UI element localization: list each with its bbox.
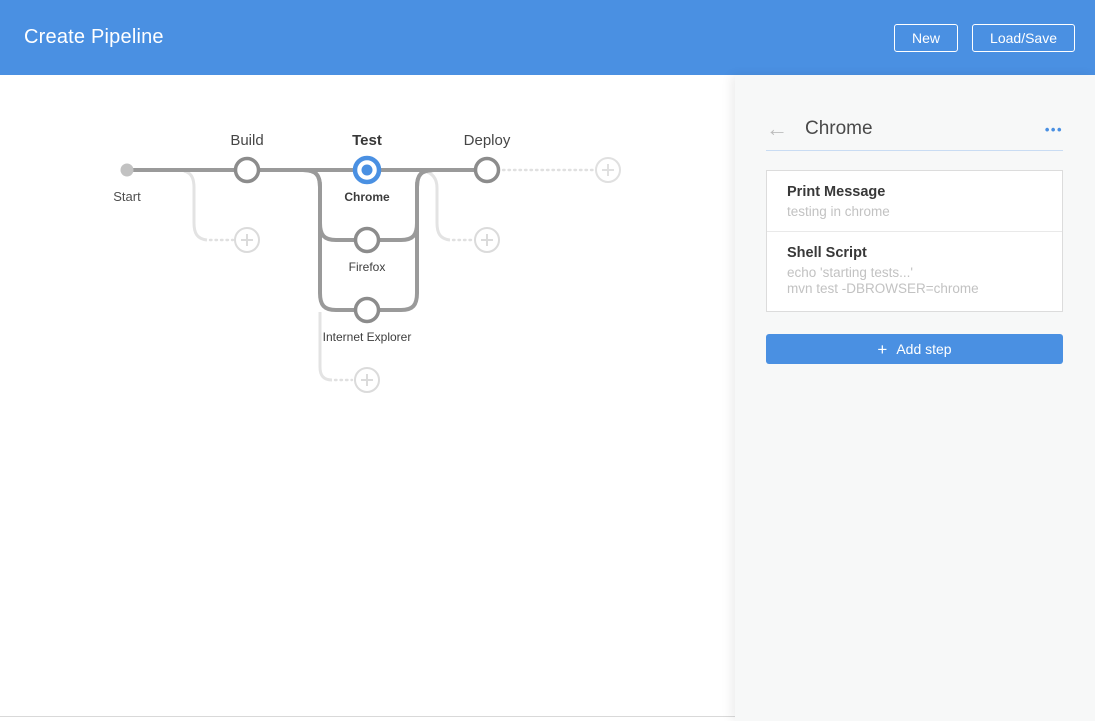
step-description: echo 'starting tests...' <box>787 265 913 280</box>
steps-list: Print Message testing in chrome Shell Sc… <box>766 170 1063 312</box>
pipeline-graph <box>120 155 621 393</box>
step-description: testing in chrome <box>787 204 890 219</box>
add-step-button[interactable]: + Add step <box>766 334 1063 364</box>
stage-label-deploy[interactable]: Deploy <box>463 132 511 149</box>
start-label: Start <box>113 189 141 204</box>
step-item-shell-script[interactable]: Shell Script echo 'starting tests...' mv… <box>767 232 1062 311</box>
stage-label-build[interactable]: Build <box>230 132 264 149</box>
plus-icon: + <box>877 339 888 359</box>
page-title: Create Pipeline <box>24 26 164 48</box>
add-stage-after-test-button[interactable] <box>474 227 500 253</box>
stage-label-test[interactable]: Test <box>352 132 382 149</box>
header-actions: New Load/Save <box>894 23 1075 52</box>
panel-title: Chrome <box>805 118 873 139</box>
build-stage-node[interactable] <box>233 156 261 184</box>
plus-icon <box>602 164 614 176</box>
add-step-label: Add step <box>896 341 952 357</box>
start-node <box>120 163 134 177</box>
add-stage-end-button[interactable] <box>595 157 621 183</box>
new-button[interactable]: New <box>894 23 959 52</box>
placeholder-dotted-connectors <box>208 168 595 382</box>
canvas-bottom-divider <box>0 716 735 717</box>
branch-label-internet-explorer[interactable]: Internet Explorer <box>322 330 412 344</box>
step-item-print-message[interactable]: Print Message testing in chrome <box>767 171 1062 232</box>
plus-icon <box>241 234 253 246</box>
load-save-button[interactable]: Load/Save <box>972 23 1075 52</box>
branch-label-chrome[interactable]: Chrome <box>344 190 390 204</box>
overflow-menu-icon[interactable]: ••• <box>1044 121 1063 137</box>
pipeline-canvas: Start Build Test Deploy Chrome Firefox I… <box>0 75 735 721</box>
panel-header: ← Chrome ••• <box>766 118 1063 151</box>
firefox-branch-node[interactable] <box>353 226 381 254</box>
step-title: Print Message <box>787 184 886 200</box>
plus-icon <box>361 374 373 386</box>
add-stage-after-start-button[interactable] <box>234 227 260 253</box>
placeholder-connectors <box>183 169 451 382</box>
branch-label-firefox[interactable]: Firefox <box>348 260 386 274</box>
internet-explorer-branch-node[interactable] <box>353 296 381 324</box>
step-description: mvn test -DBROWSER=chrome <box>787 281 979 296</box>
header-bar: Create Pipeline New Load/Save <box>0 0 1095 75</box>
back-arrow-icon[interactable]: ← <box>766 116 788 141</box>
add-branch-test-button[interactable] <box>354 367 380 393</box>
stage-detail-panel: ← Chrome ••• Print Message testing in ch… <box>735 75 1095 721</box>
deploy-stage-node[interactable] <box>473 156 501 184</box>
plus-icon <box>481 234 493 246</box>
step-title: Shell Script <box>787 245 867 261</box>
chrome-branch-node-selected[interactable] <box>352 155 382 185</box>
